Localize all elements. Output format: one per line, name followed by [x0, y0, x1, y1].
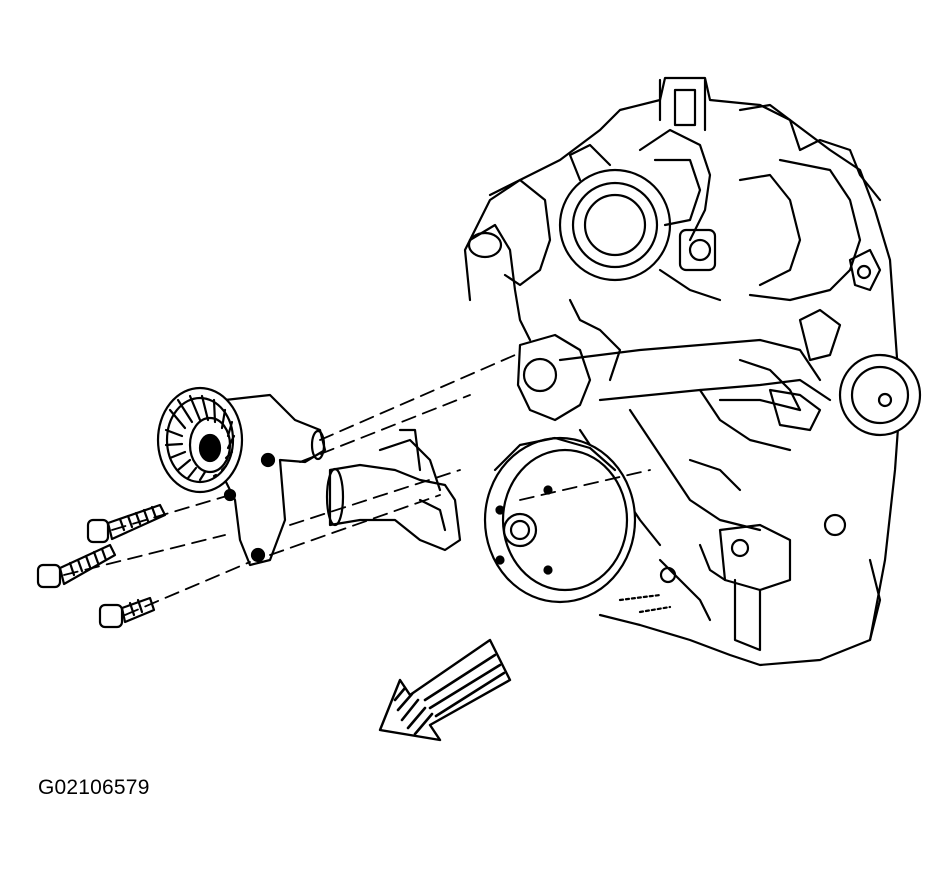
bolt-3 [98, 596, 156, 629]
bolt-2 [36, 543, 117, 589]
figure-id-label: G02106579 [38, 776, 150, 799]
alignment-lines [63, 354, 651, 616]
outlet-pipe [325, 428, 462, 552]
tensioner-assembly [156, 386, 327, 567]
bolt-1 [86, 503, 167, 544]
water-pump-pulley [483, 436, 637, 604]
front-direction-arrow [378, 638, 512, 742]
